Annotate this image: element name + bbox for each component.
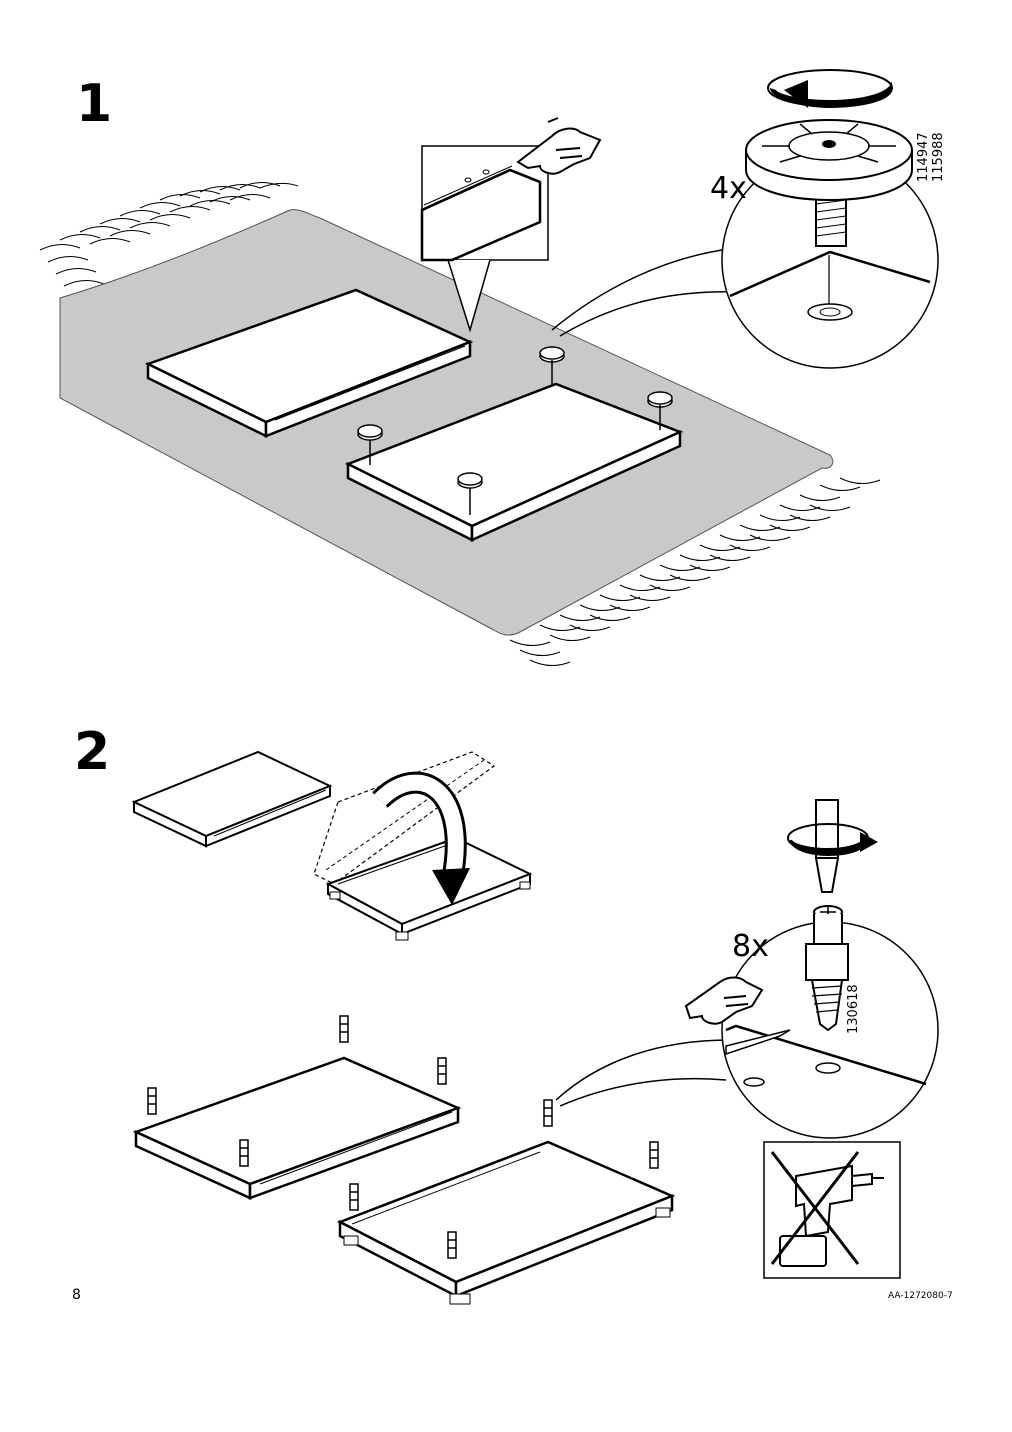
- flip-arrow-icon: [372, 771, 470, 905]
- foot-3: [357, 424, 383, 465]
- step2-illustration: [131, 750, 939, 1305]
- document-reference: AA-1272080-7: [888, 1291, 953, 1301]
- dowel: [447, 1231, 457, 1259]
- part-number: 130618: [846, 984, 861, 1034]
- no-power-drill-warning: [763, 1141, 901, 1279]
- dowel: [437, 1057, 447, 1085]
- screwdriver-icon: [814, 799, 840, 893]
- step-2-number: 2: [74, 722, 111, 782]
- zoom-circle-dowel: [555, 921, 939, 1139]
- rug-fringe-top: [39, 182, 299, 287]
- dowel: [147, 1087, 157, 1115]
- foot-2: [647, 391, 673, 430]
- dowel: [649, 1141, 659, 1169]
- cam-dowel-detail: [805, 905, 849, 1032]
- board-flipping: [313, 751, 496, 885]
- adjustable-foot-detail: [745, 119, 913, 247]
- step-2-quantity: 8x: [732, 929, 769, 964]
- board-with-dowels-left: [132, 1056, 462, 1200]
- dowel: [349, 1183, 359, 1211]
- feet-on-board: [357, 346, 673, 515]
- step1-illustration: [39, 69, 939, 666]
- foot-4: [457, 472, 483, 515]
- board-left: [144, 288, 474, 439]
- dowel: [339, 1015, 349, 1043]
- step-1-quantity: 4x: [710, 171, 747, 206]
- board-flipped: [325, 836, 533, 941]
- rug-fringe-bottom: [509, 477, 881, 666]
- hand-point-icon: [684, 976, 764, 1025]
- board-with-dowels-right: [336, 1140, 676, 1305]
- cam-dowels: [147, 1015, 659, 1259]
- hand-press-icon: [516, 117, 602, 175]
- rotate-arrow-icon: [767, 69, 893, 108]
- page-number: 8: [72, 1287, 81, 1303]
- foot-1: [539, 346, 565, 385]
- rug: [59, 209, 834, 636]
- part-number: 115988: [931, 132, 946, 182]
- zoom-circle-foot: [551, 151, 939, 369]
- power-drill-icon: [779, 1164, 884, 1267]
- board-right: [344, 382, 684, 543]
- dowel: [239, 1139, 249, 1167]
- board-loose: [131, 750, 333, 848]
- dowel: [543, 1099, 553, 1127]
- step-1-number: 1: [76, 74, 113, 134]
- part-number: 114947: [916, 132, 931, 182]
- rotate-arrow-icon-2: [787, 823, 878, 856]
